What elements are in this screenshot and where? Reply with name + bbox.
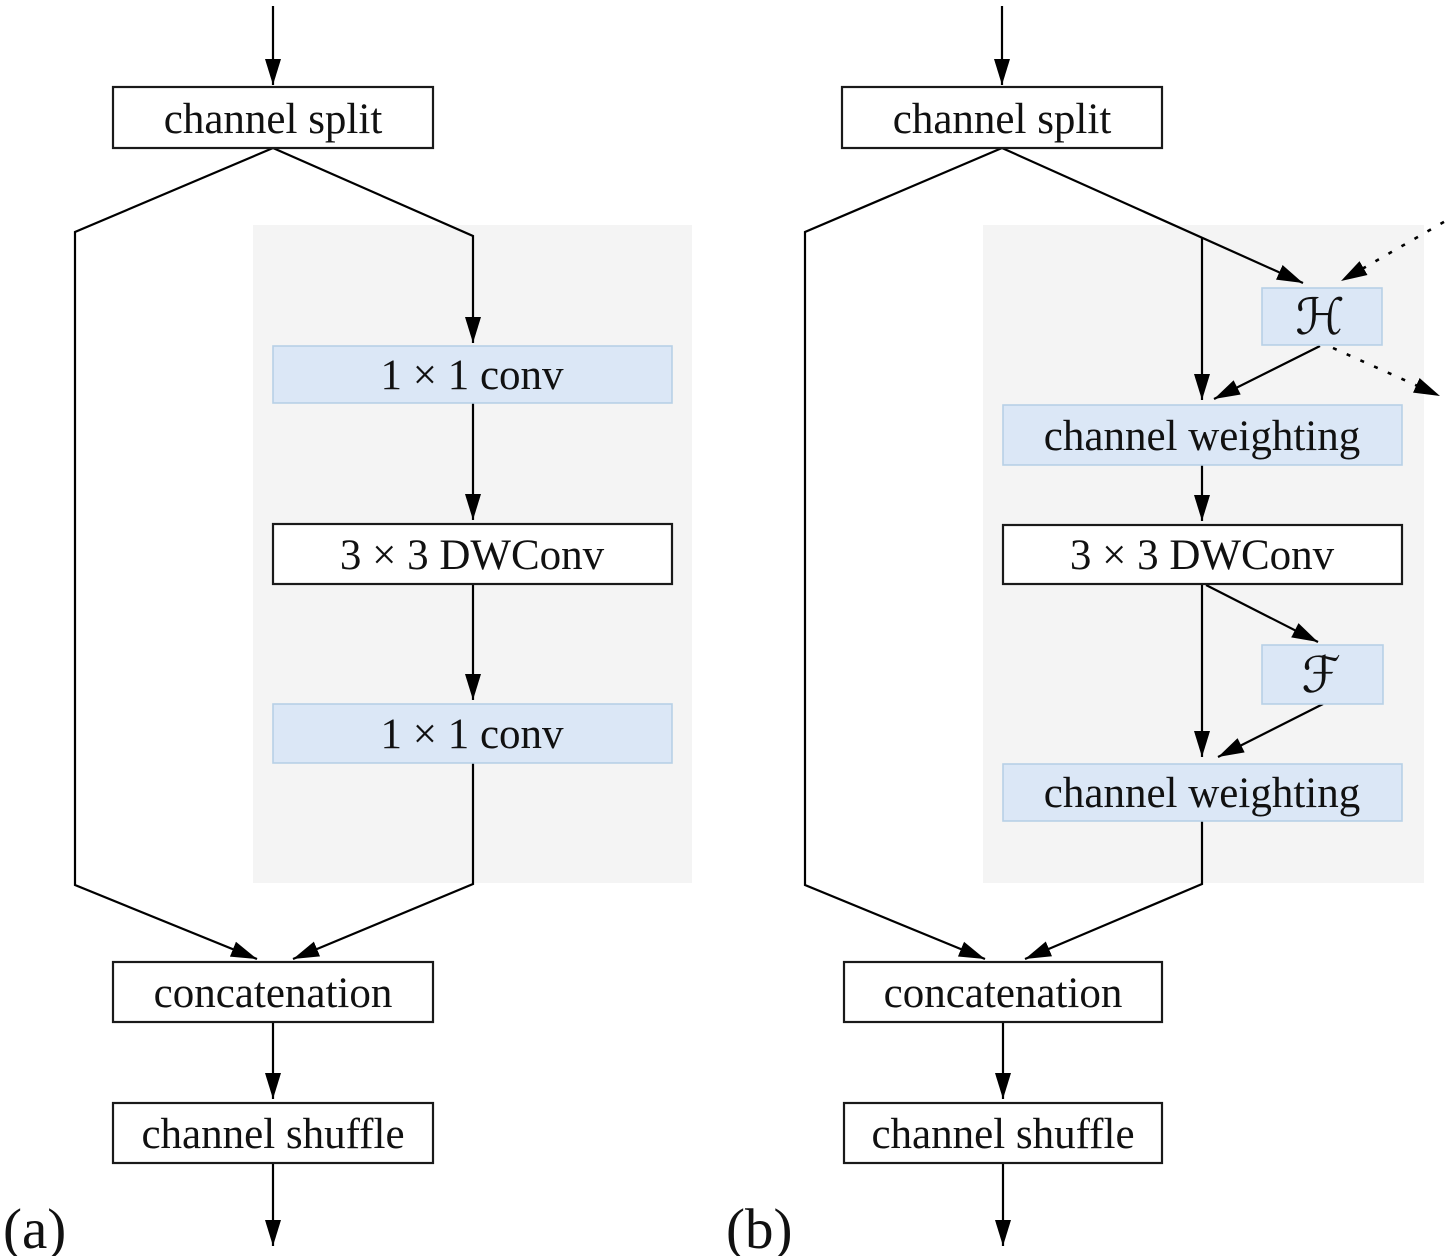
weighting2-to-concat-edge-b xyxy=(1024,821,1204,961)
channel-shuffle-box-b xyxy=(842,1101,1164,1165)
f-to-weighting2-edge-b xyxy=(1217,703,1324,758)
identity-branch-edge-b xyxy=(803,146,1003,961)
conv2-box-a xyxy=(272,703,673,764)
channel-shuffle-label-a: channel shuffle xyxy=(141,1111,404,1158)
channel-weighting2-label-b: channel weighting xyxy=(1044,770,1360,817)
panel-b: channel split ℋ channel weighting 3 × 3 … xyxy=(726,6,1448,1256)
dwconv-box-b xyxy=(1001,523,1404,586)
dwconv-to-f-edge-b xyxy=(1205,584,1319,643)
channel-shuffle-label-b: channel shuffle xyxy=(871,1111,1134,1158)
channel-weighting1-label-b: channel weighting xyxy=(1044,413,1360,460)
recurrent-in-dashed-arrow-b xyxy=(1340,218,1448,283)
panel-a: channel split 1 × 1 conv 3 × 3 DWConv 1 … xyxy=(3,6,692,1256)
channel-shuffle-box-a xyxy=(111,1101,435,1165)
concatenation-box-b xyxy=(842,960,1164,1024)
panel-label-a: (a) xyxy=(3,1198,66,1256)
h-to-weighting1-edge-b xyxy=(1213,345,1321,400)
conv2-to-concat-edge-a xyxy=(292,763,475,961)
concatenation-box-a xyxy=(111,960,435,1024)
conv1-box-a xyxy=(272,345,673,404)
f-function-box-b xyxy=(1261,644,1384,705)
channel-split-box-b xyxy=(840,85,1164,150)
channel-split-label-b: channel split xyxy=(893,96,1112,143)
f-function-label-b: ℱ xyxy=(1301,646,1340,704)
channel-split-box-a xyxy=(111,85,435,150)
dwconv-box-a xyxy=(271,522,674,586)
conv1-label-a: 1 × 1 conv xyxy=(380,352,564,399)
h-function-label-b: ℋ xyxy=(1295,288,1344,346)
panel-label-b: (b) xyxy=(726,1198,792,1256)
identity-branch-edge-a xyxy=(73,146,274,961)
concatenation-label-b: concatenation xyxy=(884,970,1123,1017)
h-function-box-b xyxy=(1261,287,1383,346)
dwconv-label-a: 3 × 3 DWConv xyxy=(340,532,605,579)
channel-weighting1-box-b xyxy=(1002,404,1403,466)
channel-weighting2-box-b xyxy=(1002,763,1403,822)
split-to-conv1-edge-a xyxy=(272,146,481,343)
concatenation-label-a: concatenation xyxy=(154,970,393,1017)
dwconv-label-b: 3 × 3 DWConv xyxy=(1070,532,1335,579)
channel-split-label-a: channel split xyxy=(164,96,383,143)
conv2-label-a: 1 × 1 conv xyxy=(380,711,564,758)
split-to-h-edge-b xyxy=(1001,146,1304,285)
